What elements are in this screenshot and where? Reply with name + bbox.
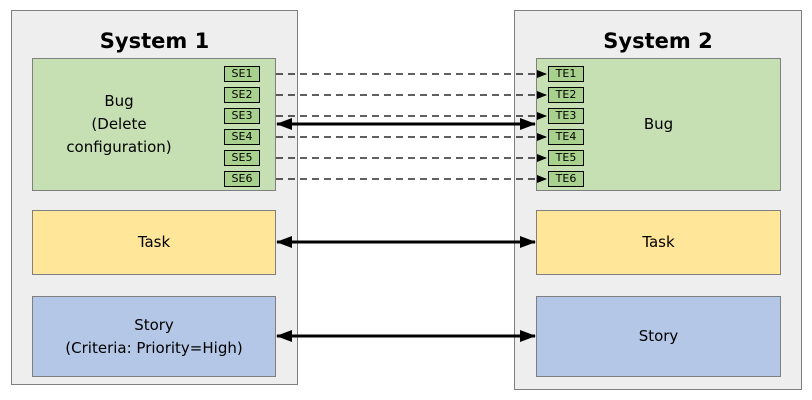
system-1-bug-box: Bug (Delete configuration) — [32, 58, 276, 191]
source-tag-se4: SE4 — [224, 129, 260, 145]
system-1-story-box: Story (Criteria: Priority=High) — [32, 296, 276, 377]
source-tag-se1: SE1 — [224, 66, 260, 82]
source-tag-se3: SE3 — [224, 108, 260, 124]
system-2-title: System 2 — [603, 29, 713, 53]
target-tag-te4: TE4 — [548, 129, 584, 145]
system-1-task-label: Task — [137, 233, 171, 251]
system-2-story-label: Story — [638, 327, 679, 345]
target-tag-te6: TE6 — [548, 171, 584, 187]
source-tag-se6: SE6 — [224, 171, 260, 187]
system-2-task-label: Task — [642, 233, 675, 251]
system-2-story-box: Story — [536, 296, 781, 377]
system-1-story-label: Story (Criteria: Priority=High) — [65, 315, 243, 357]
system-1-task-box: Task — [32, 210, 276, 275]
target-tag-te2: TE2 — [548, 87, 584, 103]
target-tag-te5: TE5 — [548, 150, 584, 166]
system-2-task-box: Task — [536, 210, 781, 275]
source-tag-se5: SE5 — [224, 150, 260, 166]
system-2-bug-label: Bug — [643, 115, 674, 133]
source-tag-se2: SE2 — [224, 87, 260, 103]
system-1-bug-label: Bug (Delete configuration) — [66, 92, 172, 156]
system-1-title: System 1 — [99, 29, 210, 53]
target-tag-te3: TE3 — [548, 108, 584, 124]
target-tag-te1: TE1 — [548, 66, 584, 82]
